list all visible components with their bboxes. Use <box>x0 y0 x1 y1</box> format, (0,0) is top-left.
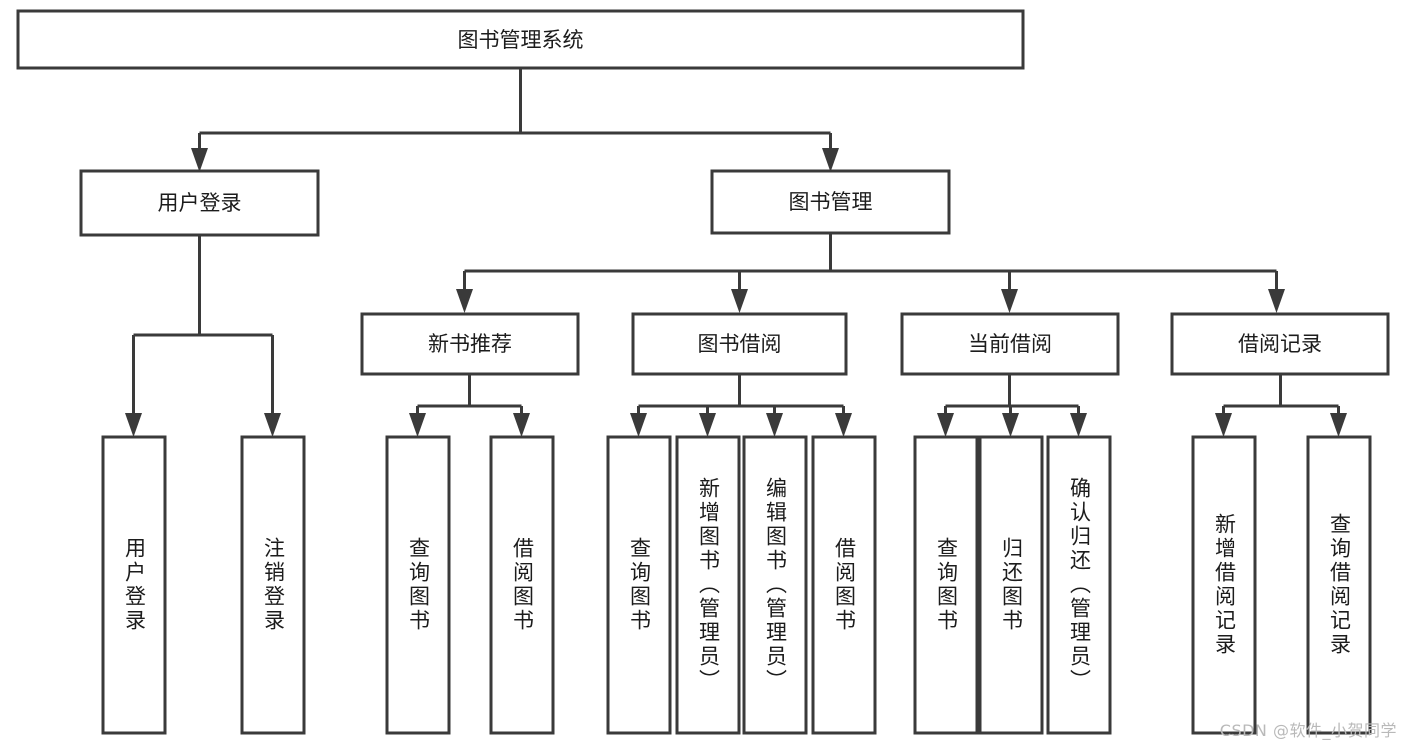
arrow-leaf-user-login <box>125 413 142 437</box>
leaf-user-login-box[interactable] <box>101 435 167 735</box>
arrow-to-current-borrow <box>1001 289 1018 313</box>
csdn-watermark: CSDN @软件_小贺同学 <box>1219 721 1397 740</box>
arrow-leaf-add-book <box>699 413 716 437</box>
arrow-leaf-add-record <box>1215 413 1232 437</box>
leaf-borrow-book-1-box[interactable] <box>489 435 555 735</box>
arrow-leaf-query-book-3 <box>937 413 954 437</box>
leaf-query-book-1-box[interactable] <box>385 435 451 735</box>
arrow-leaf-edit-book <box>766 413 783 437</box>
leaf-edit-book-box[interactable] <box>742 435 808 735</box>
edge-layer <box>125 68 1347 437</box>
leaf-query-book-3-box[interactable] <box>913 435 979 735</box>
node-borrow-record-box[interactable] <box>1170 312 1390 376</box>
node-book-borrow-box[interactable] <box>631 312 848 376</box>
node-root-box[interactable] <box>16 9 1025 70</box>
arrow-to-new-book-rec <box>456 289 473 313</box>
arrow-leaf-query-book-1 <box>409 413 426 437</box>
node-new-book-rec-label: 新书推荐 <box>428 332 512 356</box>
arrow-leaf-borrow-book-2 <box>835 413 852 437</box>
arrow-leaf-query-book-2 <box>630 413 647 437</box>
node-book-manage-box[interactable] <box>710 169 951 235</box>
leaf-add-book-box[interactable] <box>675 435 741 735</box>
leaf-return-book-box[interactable] <box>978 435 1044 735</box>
node-new-book-rec-box[interactable] <box>360 312 580 376</box>
node-current-borrow-box[interactable] <box>900 312 1120 376</box>
node-book-manage-label: 图书管理 <box>789 190 873 214</box>
node-book-borrow-label: 图书借阅 <box>698 332 782 356</box>
arrow-leaf-logout <box>264 413 281 437</box>
leaf-add-record-box[interactable] <box>1191 435 1257 735</box>
arrow-to-book-manage <box>822 148 839 172</box>
leaf-query-book-2-box[interactable] <box>606 435 672 735</box>
arrow-leaf-query-record <box>1330 413 1347 437</box>
arrow-leaf-confirm-return <box>1070 413 1087 437</box>
leaf-logout-box[interactable] <box>240 435 306 735</box>
arrow-to-book-borrow <box>731 289 748 313</box>
arrow-to-borrow-record <box>1268 289 1285 313</box>
node-layer: 图书管理系统 用户登录 图书管理 新书推荐 图书借阅 当前借阅 借阅记录 <box>16 9 1390 735</box>
leaf-query-record-box[interactable] <box>1306 435 1372 735</box>
arrow-leaf-borrow-book-1 <box>513 413 530 437</box>
arrow-leaf-return-book <box>1002 413 1019 437</box>
node-current-borrow-label: 当前借阅 <box>968 332 1052 356</box>
node-borrow-record-label: 借阅记录 <box>1238 332 1322 356</box>
leaf-borrow-book-2-box[interactable] <box>811 435 877 735</box>
node-user-login-label: 用户登录 <box>158 191 242 215</box>
node-root-label: 图书管理系统 <box>458 28 584 52</box>
arrow-to-user-login <box>191 148 208 172</box>
leaf-confirm-return-box[interactable] <box>1046 435 1112 735</box>
node-user-login-box[interactable] <box>79 169 320 237</box>
